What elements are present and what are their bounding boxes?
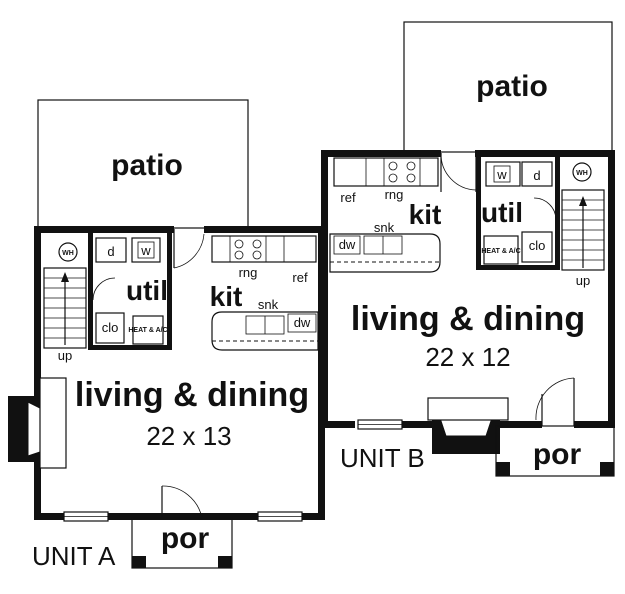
unit-b-fireplace [427, 397, 509, 454]
unit-b: patio [321, 21, 615, 477]
svg-text:clo: clo [102, 320, 119, 335]
unit-b-windows [357, 419, 403, 430]
unit-b-utility-room: w d util HEAT & A/C clo [476, 157, 560, 270]
unit-b-closet [521, 231, 553, 263]
unit-b-stairs: up [561, 189, 605, 288]
unit-b-heat-ac [483, 235, 519, 265]
svg-text:d: d [533, 168, 540, 183]
unit-b-porch: por [495, 377, 615, 477]
unit-a-stairs: up [43, 267, 87, 363]
svg-text:HEAT & A/C: HEAT & A/C [128, 327, 167, 334]
unit-a-living-label: living & dining [75, 376, 309, 414]
svg-text:dw: dw [339, 237, 356, 252]
unit-a-patio-label: patio [111, 149, 183, 182]
unit-a-utility-room: d w util clo HEAT & A/C [88, 233, 172, 350]
svg-text:util: util [126, 275, 168, 306]
svg-text:dw: dw [294, 315, 311, 330]
unit-b-living-size: 22 x 12 [425, 342, 510, 372]
unit-b-patio-door [440, 152, 477, 192]
svg-text:kit: kit [210, 281, 243, 312]
unit-b-label: UNIT B [340, 443, 425, 473]
unit-a-label: UNIT A [32, 541, 116, 571]
unit-a: patio [8, 99, 325, 571]
svg-text:ref: ref [292, 270, 308, 285]
unit-b-exterior-walls [321, 150, 615, 428]
unit-a-dryer [95, 237, 127, 263]
unit-a-water-heater: WH [58, 242, 78, 262]
svg-text:snk: snk [374, 220, 395, 235]
unit-a-kitchen: rng ref kit snk dw [210, 235, 319, 351]
svg-text:rng: rng [239, 265, 258, 280]
svg-text:snk: snk [258, 297, 279, 312]
svg-text:por: por [533, 438, 582, 471]
unit-a-windows [63, 511, 303, 522]
unit-b-patio-label: patio [476, 70, 548, 103]
unit-b-water-heater: WH [572, 162, 592, 182]
unit-b-living-label: living & dining [351, 300, 585, 338]
svg-text:w: w [496, 167, 507, 182]
svg-text:WH: WH [576, 170, 588, 177]
unit-a-exterior-walls [34, 226, 325, 520]
unit-a-closet [95, 312, 125, 344]
svg-text:d: d [107, 244, 114, 259]
svg-text:rng: rng [385, 187, 404, 202]
unit-a-heat-ac [132, 315, 164, 345]
unit-b-kitchen: ref rng kit snk dw [329, 157, 442, 273]
svg-text:up: up [576, 273, 590, 288]
svg-text:WH: WH [62, 250, 74, 257]
svg-text:w: w [140, 243, 151, 258]
svg-text:HEAT & A/C: HEAT & A/C [481, 248, 520, 255]
svg-text:ref: ref [340, 190, 356, 205]
unit-b-dryer [521, 161, 553, 187]
svg-text:clo: clo [529, 238, 546, 253]
svg-text:up: up [58, 348, 72, 363]
svg-text:por: por [161, 522, 210, 555]
unit-a-patio-door [173, 229, 205, 269]
svg-text:util: util [481, 197, 523, 228]
unit-a-porch: por [131, 485, 233, 569]
unit-a-living-size: 22 x 13 [146, 421, 231, 451]
svg-text:kit: kit [409, 199, 442, 230]
unit-a-fireplace [8, 377, 67, 469]
